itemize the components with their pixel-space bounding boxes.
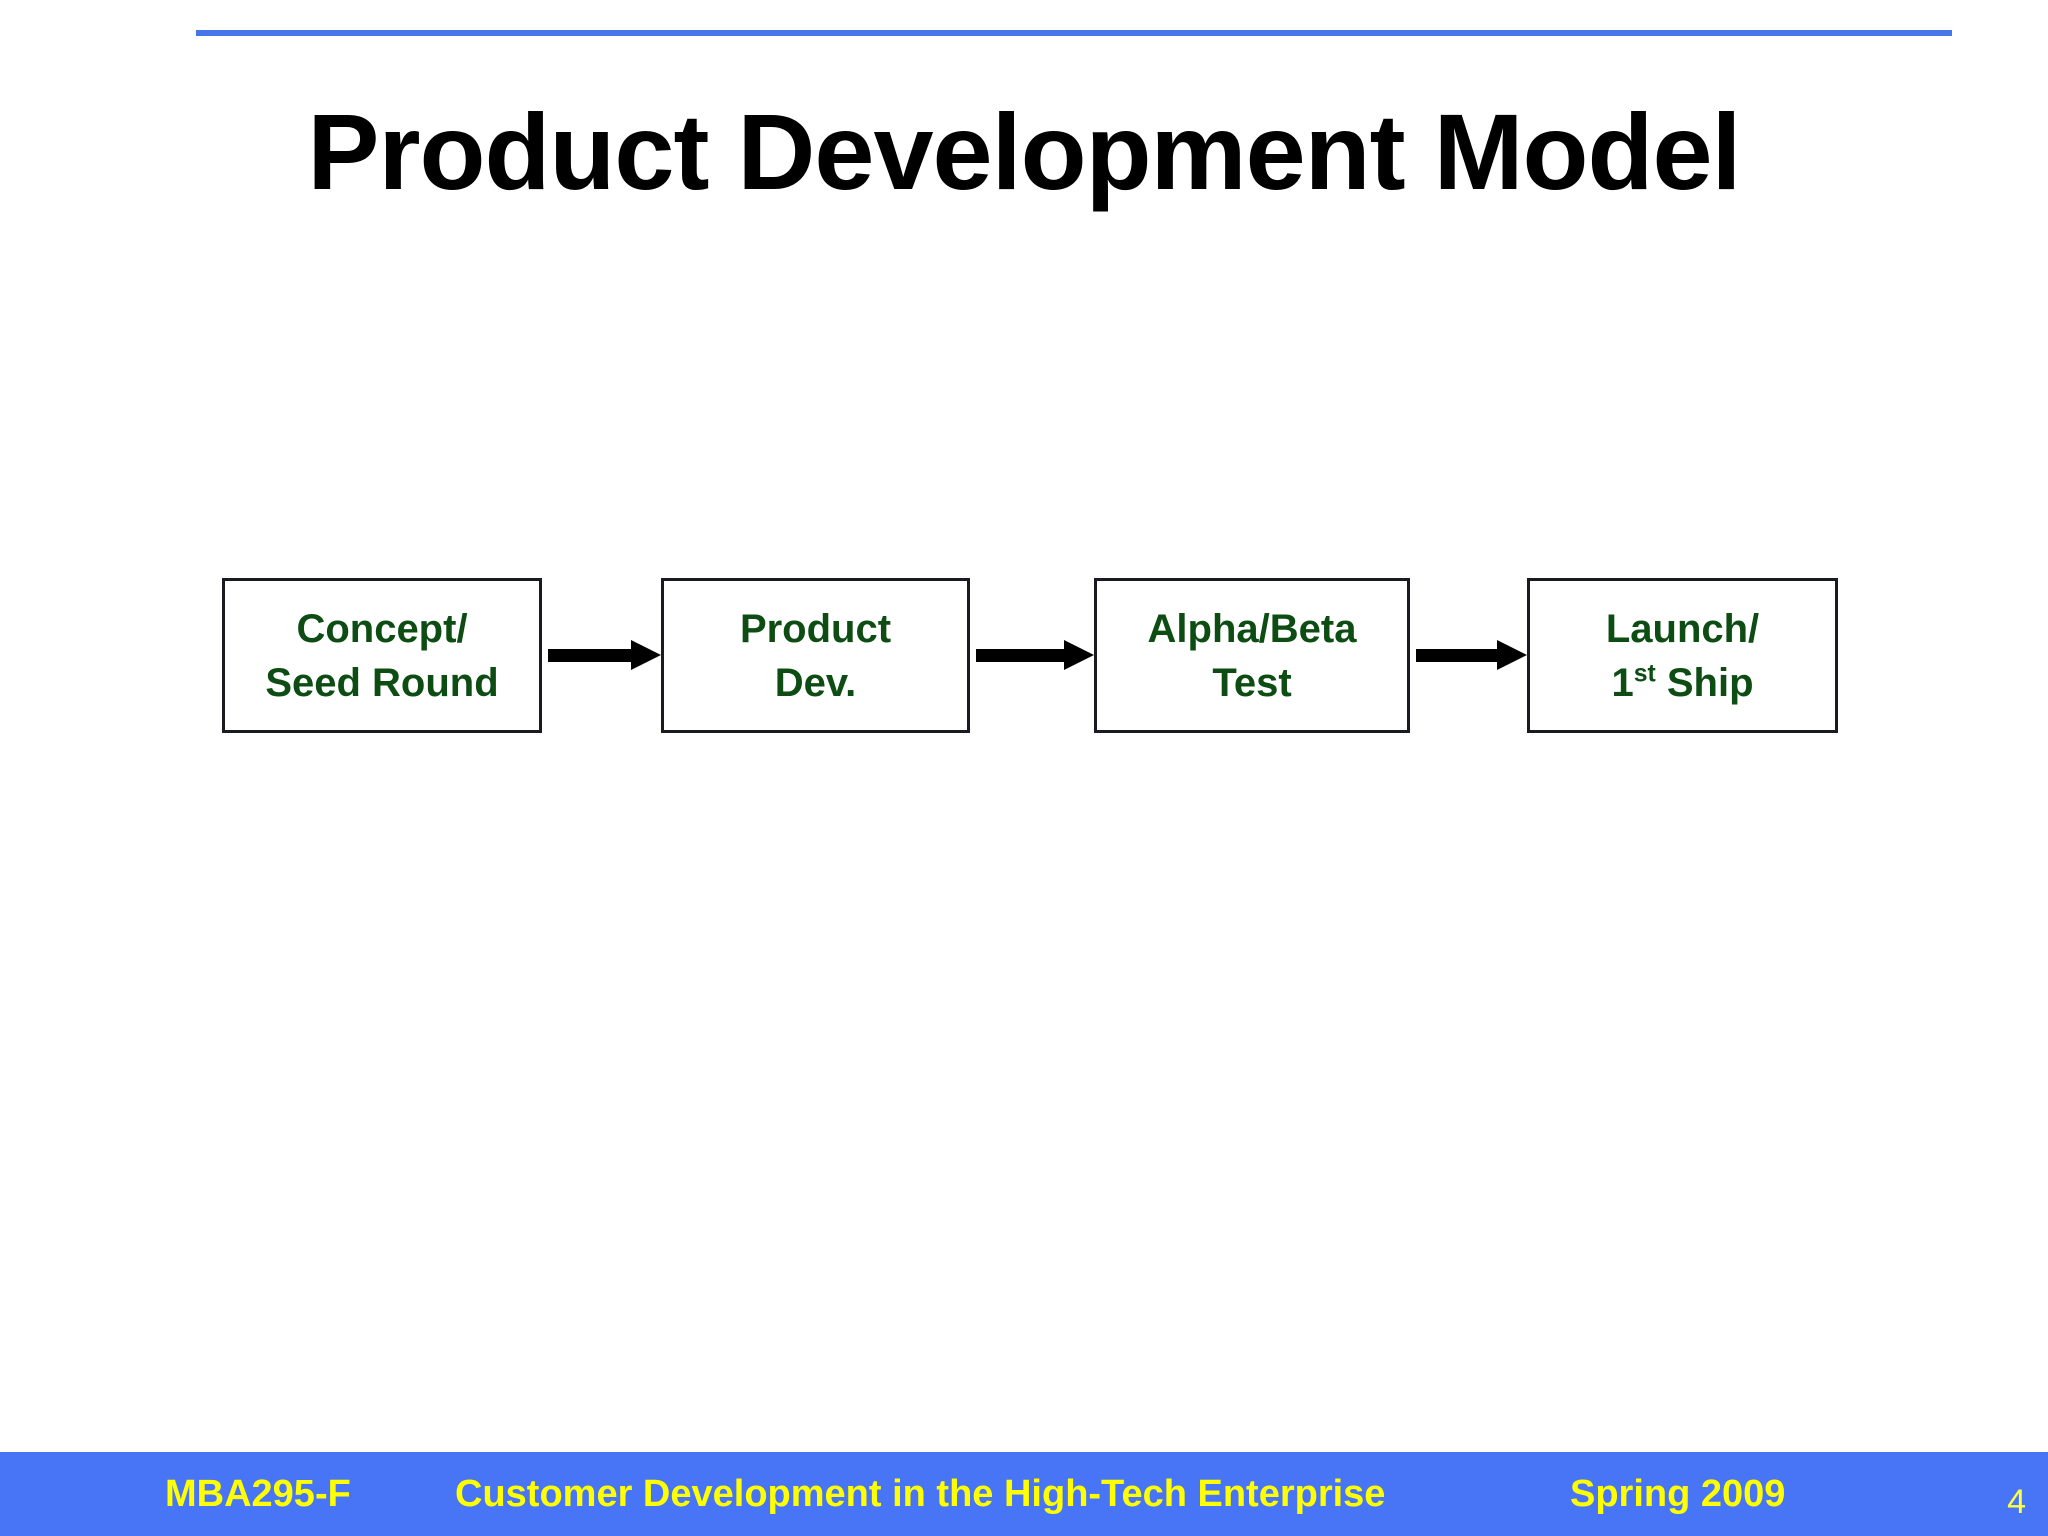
flow-stage-line2: Dev. [774,660,857,705]
product-development-flow-diagram: Concept/ Seed Round Product Dev. Alpha/B… [0,578,2048,738]
arrow-head [1497,640,1527,670]
flow-stage-alpha-beta-test[interactable]: Alpha/Beta Test [1094,578,1410,733]
footer-bar: MBA295-F Customer Development in the Hig… [0,1452,2048,1536]
arrow-head [631,640,661,670]
flow-arrow-right-icon-3 [1416,640,1527,670]
arrow-shaft [976,649,1064,662]
page-title: Product Development Model [307,91,1741,212]
flow-stage-concept-seed-round[interactable]: Concept/ Seed Round [222,578,542,733]
footer-term: Spring 2009 [1570,1473,1786,1515]
flow-stage-line1: Concept/ [296,606,468,651]
flow-stage-line2: Test [1212,660,1292,705]
flow-stage-line1: Launch/ [1605,606,1760,651]
flow-arrow-right-icon-2 [976,640,1094,670]
flow-arrow-right-icon-1 [548,640,661,670]
ordinal-rest: Ship [1655,660,1754,705]
arrow-shaft [548,649,631,662]
arrow-shaft [1416,649,1497,662]
footer-course-code: MBA295-F [165,1473,351,1515]
header-rule [196,30,1952,36]
ordinal-suffix: st [1633,660,1656,688]
flow-stage-product-dev[interactable]: Product Dev. [661,578,970,733]
flow-stage-line1: Alpha/Beta [1147,606,1357,651]
footer-course-title: Customer Development in the High-Tech En… [455,1473,1386,1515]
flow-stage-line2: Seed Round [265,660,499,705]
ordinal-number: 1 [1611,660,1634,705]
slide-page-number: 4 [2007,1483,2026,1521]
flow-stage-line1: Product [739,606,892,651]
arrow-head [1064,640,1094,670]
flow-stage-launch-first-ship[interactable]: Launch/ 1st Ship [1527,578,1838,733]
flow-stage-line2: 1st Ship [1611,656,1753,710]
